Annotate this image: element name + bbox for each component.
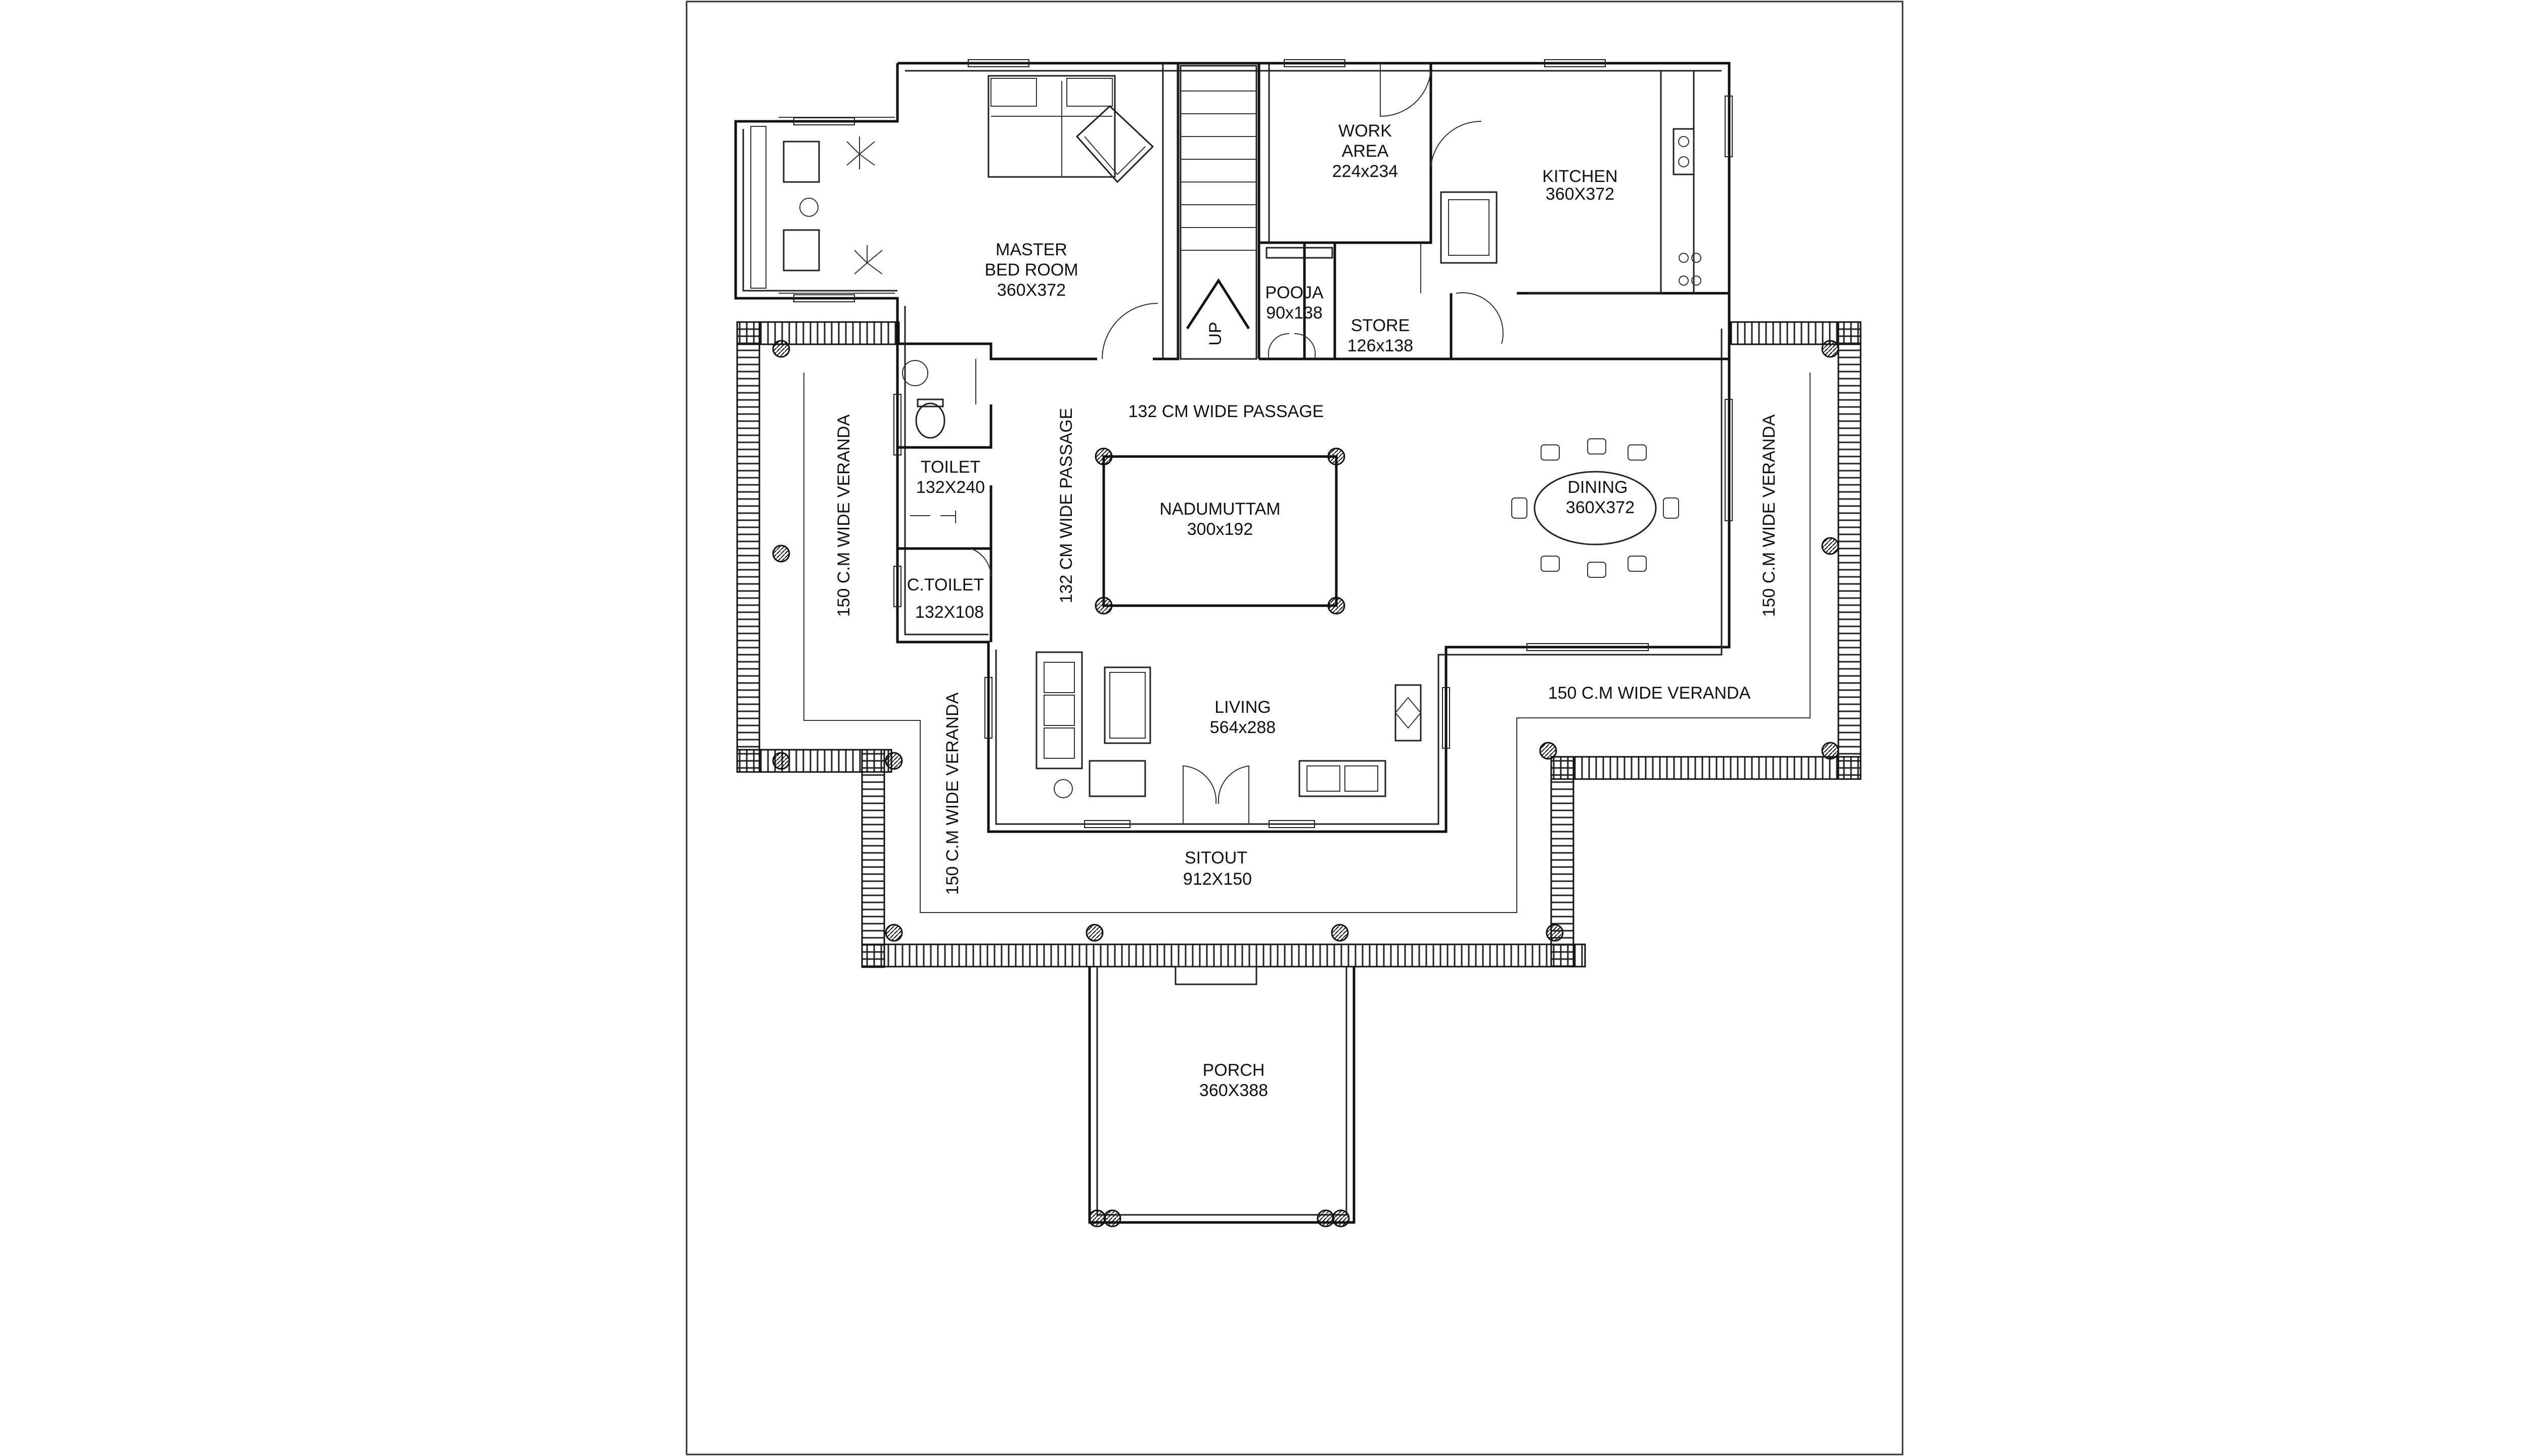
- dining-dim: 360X372: [1566, 498, 1635, 517]
- porch-structure: [1088, 966, 1356, 1224]
- veranda-left-inner-label: 150 C.M WIDE VERANDA: [943, 692, 962, 895]
- columns: [772, 340, 1839, 1227]
- pooja-label: POOJA: [1265, 283, 1324, 302]
- store-dim: 126x138: [1347, 336, 1413, 355]
- nadumuttam-dim: 300x192: [1187, 520, 1253, 539]
- staircase: UP: [1180, 65, 1257, 360]
- room-labels: MASTER BED ROOM 360X372 WORK AREA 224x23…: [834, 121, 1779, 1100]
- work-area-label-2: AREA: [1342, 142, 1389, 161]
- veranda-right-horizontal-label: 150 C.M WIDE VERANDA: [1548, 684, 1751, 703]
- master-bed-dim: 360X372: [997, 281, 1066, 300]
- toilet-label: TOILET: [921, 458, 980, 477]
- master-bed-label-2: BED ROOM: [984, 260, 1078, 280]
- veranda-left-outer-label: 150 C.M WIDE VERANDA: [834, 414, 853, 617]
- c-toilet-label: C.TOILET: [907, 575, 984, 595]
- nadumuttam-court: [1095, 447, 1345, 615]
- stair-up-label: UP: [1206, 322, 1225, 345]
- passage-left-label: 132 CM WIDE PASSAGE: [1057, 408, 1076, 604]
- dining-set: [1511, 438, 1679, 578]
- kitchen-label: KITCHEN: [1542, 167, 1617, 186]
- living-furniture: [1035, 651, 1422, 824]
- store-label: STORE: [1351, 316, 1410, 335]
- veranda-railing: [736, 321, 1862, 968]
- sheet-border: [686, 1, 1904, 1455]
- toilet-dim: 132X240: [916, 478, 985, 497]
- work-area-dim: 224x234: [1332, 162, 1398, 181]
- nadumuttam-label: NADUMUTTAM: [1159, 499, 1280, 519]
- windows: [793, 59, 1733, 828]
- pooja-dim: 90x138: [1266, 303, 1323, 323]
- sitout-dim: 912X150: [1183, 870, 1252, 889]
- veranda-right-vertical-label: 150 C.M WIDE VERANDA: [1759, 414, 1779, 617]
- sitout-label: SITOUT: [1185, 848, 1247, 868]
- porch-label: PORCH: [1203, 1061, 1265, 1080]
- toilet-fixtures: [902, 359, 991, 577]
- c-toilet-dim: 132X108: [915, 603, 984, 622]
- work-area-label-1: WORK: [1338, 121, 1392, 141]
- living-dim: 564x288: [1210, 718, 1276, 737]
- porch-dim: 360X388: [1199, 1081, 1268, 1100]
- master-bed-label-1: MASTER: [996, 240, 1067, 259]
- passage-top-label: 132 CM WIDE PASSAGE: [1128, 402, 1324, 421]
- dining-label: DINING: [1568, 478, 1628, 497]
- kitchen-dim: 360X372: [1546, 185, 1614, 204]
- kitchen-counter: [1440, 70, 1701, 294]
- service-room-details: [1266, 63, 1504, 359]
- living-label: LIVING: [1214, 698, 1271, 717]
